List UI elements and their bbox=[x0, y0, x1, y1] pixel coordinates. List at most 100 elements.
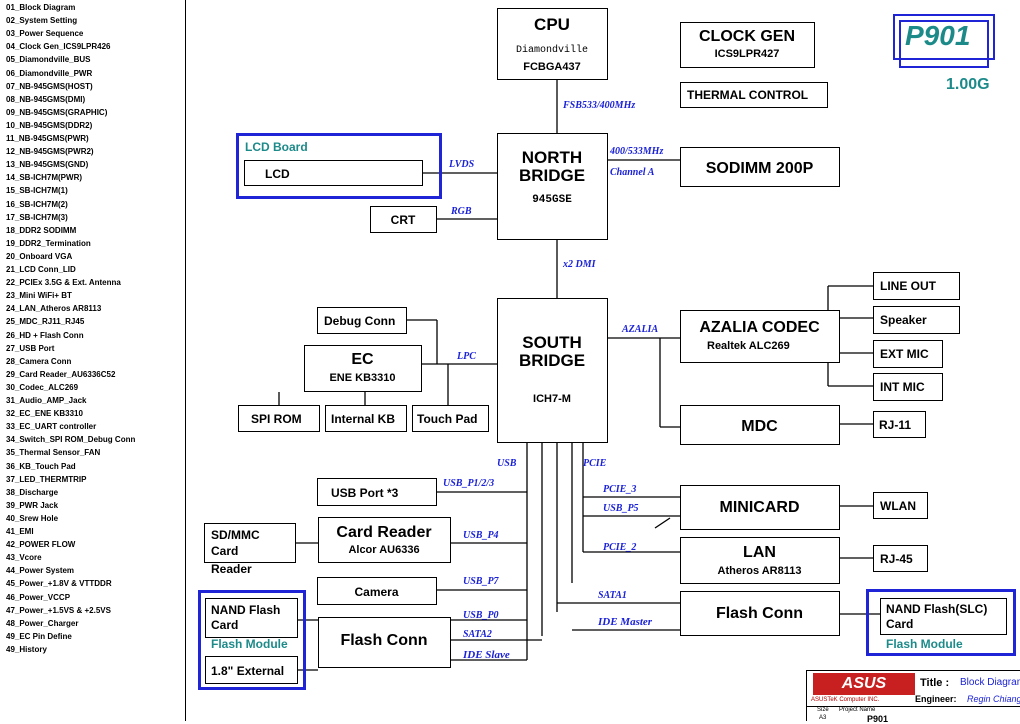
signal-mem: 400/533MHz bbox=[610, 146, 664, 157]
size-label: Size bbox=[817, 707, 829, 713]
title-block: ASUS ASUSTeK Computer INC. Title : Block… bbox=[806, 670, 1020, 724]
index-item: 19_DDR2_Termination bbox=[6, 238, 91, 248]
signal-sata2: SATA2 bbox=[463, 629, 492, 640]
index-item: 40_Srew Hole bbox=[6, 513, 59, 523]
engineer-label: Engineer: bbox=[915, 694, 957, 704]
index-item: 06_Diamondville_PWR bbox=[6, 68, 93, 78]
index-item: 42_POWER FLOW bbox=[6, 540, 76, 550]
usb-port-block: USB Port *3 bbox=[317, 478, 437, 506]
model-version: 1.00G bbox=[946, 76, 990, 93]
signal-usb-p5: USB_P5 bbox=[603, 503, 639, 514]
index-item: 21_LCD Conn_LID bbox=[6, 265, 76, 274]
nand-right-l2: Card bbox=[886, 617, 914, 631]
index-item: 12_NB-945GMS(PWR2) bbox=[6, 147, 94, 157]
index-item: 16_SB-ICH7M(2) bbox=[6, 199, 68, 209]
title-label: Title : bbox=[920, 677, 950, 689]
model-badge-inner bbox=[899, 20, 989, 68]
south-bridge-l1: SOUTH bbox=[522, 333, 582, 352]
signal-usb-p0: USB_P0 bbox=[463, 610, 499, 621]
nand-left-block: NAND Flash Card bbox=[205, 598, 298, 638]
lcd-label: LCD bbox=[265, 167, 290, 181]
clock-gen-title: CLOCK GEN bbox=[699, 28, 795, 45]
south-bridge-block: SOUTH BRIDGE ICH7-M bbox=[497, 298, 608, 443]
index-item: 49_EC Pin Define bbox=[6, 631, 72, 641]
nand-left-external: 1.8" External bbox=[205, 656, 298, 684]
index-item: 20_Onboard VGA bbox=[6, 251, 73, 261]
signal-lpc: LPC bbox=[457, 351, 476, 362]
minicard-label: MINICARD bbox=[719, 499, 800, 516]
ext-mic-label: EXT MIC bbox=[880, 347, 929, 361]
crt-label: CRT bbox=[390, 213, 416, 227]
sdmmc-l2: Card bbox=[211, 544, 239, 558]
index-item: 03_Power Sequence bbox=[6, 29, 84, 39]
company-name: ASUSTeK Computer INC. bbox=[811, 697, 880, 703]
signal-fsb: FSB533/400MHz bbox=[563, 100, 636, 111]
sdmmc-l3: Reader bbox=[211, 562, 252, 576]
flash-conn-right-block: Flash Conn bbox=[680, 591, 840, 636]
index-item: 43_Vcore bbox=[6, 553, 42, 563]
azalia-codec-sub: Realtek ALC269 bbox=[707, 340, 790, 352]
index-item: 02_System Setting bbox=[6, 16, 78, 26]
nand-left-external-label: 1.8" External bbox=[211, 664, 285, 678]
index-item: 07_NB-945GMS(HOST) bbox=[6, 81, 93, 91]
signal-rgb: RGB bbox=[451, 206, 472, 217]
index-item: 45_Power_+1.8V & VTTDDR bbox=[6, 579, 112, 589]
usb-port-label: USB Port *3 bbox=[331, 486, 399, 500]
index-item: 23_Mini WiFi+ BT bbox=[6, 291, 72, 301]
lan-block: LAN Atheros AR8113 bbox=[680, 537, 840, 584]
wlan-label: WLAN bbox=[880, 499, 916, 513]
index-item: 10_NB-945GMS(DDR2) bbox=[6, 120, 93, 130]
signal-pcie2: PCIE_2 bbox=[603, 542, 637, 553]
nand-left-module: Flash Module bbox=[211, 637, 288, 651]
rj11-label: RJ-11 bbox=[879, 418, 912, 432]
thermal-control-block: THERMAL CONTROL bbox=[680, 82, 828, 108]
internal-kb-block: Internal KB bbox=[325, 405, 407, 432]
index-item: 13_NB-945GMS(GND) bbox=[6, 160, 89, 170]
title-block-divider bbox=[807, 706, 1020, 707]
speaker-block: Speaker bbox=[873, 306, 960, 334]
azalia-codec-title: AZALIA CODEC bbox=[699, 319, 820, 336]
title-value: Block Diagram bbox=[960, 677, 1020, 688]
cpu-title: CPU bbox=[534, 15, 570, 34]
signal-dmi: x2 DMI bbox=[563, 259, 596, 270]
index-item: 27_USB Port bbox=[6, 343, 55, 353]
ec-block: EC ENE KB3310 bbox=[304, 345, 422, 392]
speaker-label: Speaker bbox=[880, 313, 927, 327]
mdc-label: MDC bbox=[741, 418, 778, 435]
clock-gen-sub: ICS9LPR427 bbox=[714, 48, 780, 60]
sdmmc-block: SD/MMC Card bbox=[204, 523, 296, 563]
index-item: 48_Power_Charger bbox=[6, 618, 79, 628]
index-item: 25_MDC_RJ11_RJ45 bbox=[6, 317, 85, 327]
lcd-block: LCD bbox=[244, 160, 423, 186]
crt-block: CRT bbox=[370, 206, 437, 233]
index-item: 39_PWR Jack bbox=[6, 500, 59, 510]
signal-ide-slave: IDE Slave bbox=[463, 649, 510, 661]
rj11-block: RJ-11 bbox=[873, 411, 926, 438]
debug-conn-block: Debug Conn bbox=[317, 307, 407, 334]
nand-left-l1: NAND Flash bbox=[211, 603, 281, 617]
ext-mic-block: EXT MIC bbox=[873, 340, 943, 368]
sodimm-block: SODIMM 200P bbox=[680, 147, 840, 187]
index-item: 35_Thermal Sensor_FAN bbox=[6, 448, 101, 458]
camera-block: Camera bbox=[317, 577, 437, 605]
index-item: 08_NB-945GMS(DMI) bbox=[6, 94, 86, 104]
nand-right-block: NAND Flash(SLC) Card bbox=[880, 598, 1007, 635]
int-mic-label: INT MIC bbox=[880, 380, 925, 394]
cpu-line2: FCBGA437 bbox=[523, 61, 581, 73]
north-bridge-l1: NORTH bbox=[521, 148, 583, 167]
signal-ide-master: IDE Master bbox=[598, 616, 653, 628]
signal-pcie: PCIE bbox=[583, 458, 607, 469]
index-item: 33_EC_UART controller bbox=[6, 422, 97, 432]
azalia-codec-block: AZALIA CODEC Realtek ALC269 bbox=[680, 310, 840, 363]
index-item: 32_EC_ENE KB3310 bbox=[6, 409, 83, 419]
ec-title: EC bbox=[351, 351, 374, 368]
signal-usb-p7: USB_P7 bbox=[463, 576, 499, 587]
rj45-block: RJ-45 bbox=[873, 545, 928, 572]
nand-left-l2: Card bbox=[211, 618, 239, 632]
spi-rom-block: SPI ROM bbox=[238, 405, 320, 432]
debug-conn-label: Debug Conn bbox=[324, 314, 396, 328]
index-item: 30_Codec_ALC269 bbox=[6, 382, 79, 392]
signal-azalia: AZALIA bbox=[622, 324, 659, 335]
